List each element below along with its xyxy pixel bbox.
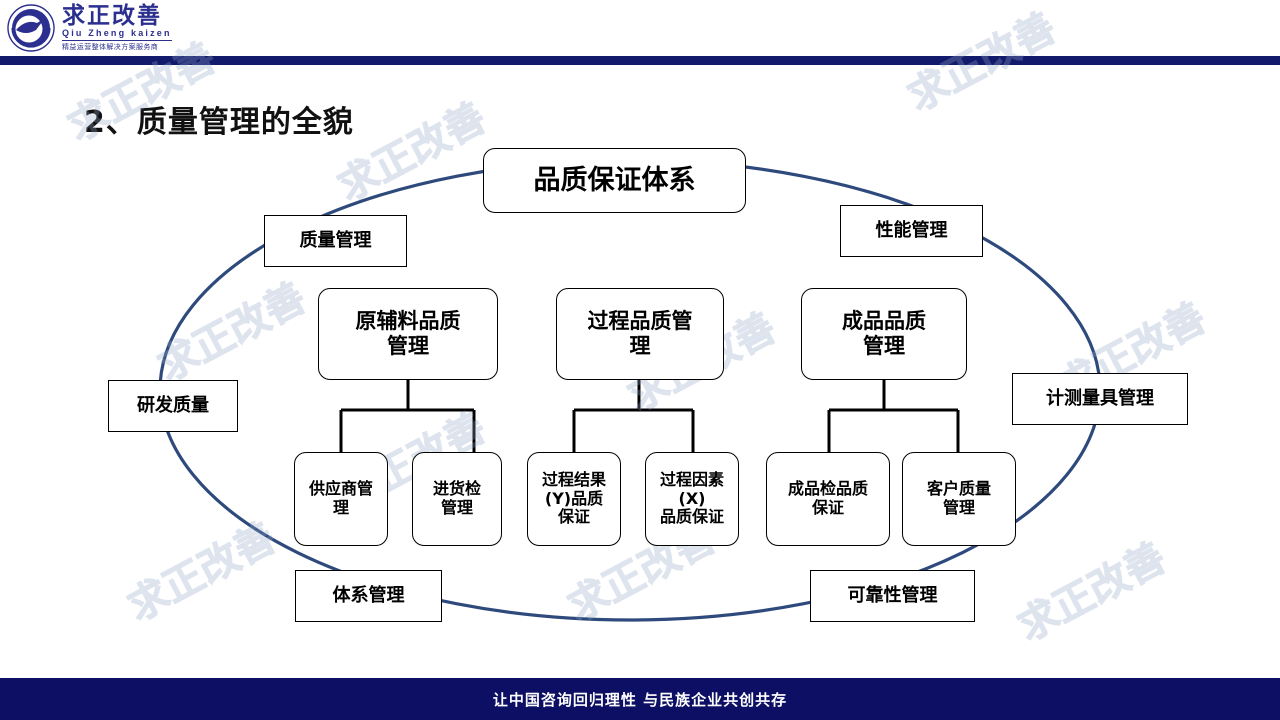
node-label: 进货检 管理 [432,479,481,517]
node-process-quality[interactable]: 过程品质管 理 [556,288,724,380]
node-finished-goods-quality[interactable]: 成品品质 管理 [801,288,967,380]
node-measurement-tool-management[interactable]: 计测量具管理 [1012,373,1188,425]
node-rd-quality[interactable]: 研发质量 [108,380,238,432]
header-band: 求正改善 Qiu Zheng kaizen 精益运营整体解决方案服务商 [0,0,1280,56]
node-label: 性能管理 [875,220,948,242]
node-label: 质量管理 [299,230,372,252]
node-system-management[interactable]: 体系管理 [295,570,442,622]
node-process-result-y[interactable]: 过程结果 (Y)品质 保证 [527,452,621,546]
node-finished-inspection[interactable]: 成品检品质 保证 [766,452,890,546]
node-label: 过程结果 (Y)品质 保证 [541,469,606,527]
footer-band: 让中国咨询回归理性 与民族企业共创共存 [0,678,1280,720]
logo-emblem-icon [6,3,56,53]
node-supplier-management[interactable]: 供应商管 理 [294,452,388,546]
node-label: 过程品质管 理 [587,309,693,358]
quality-management-diagram: 品质保证体系 质量管理 性能管理 研发质量 计测量具管理 体系管理 可靠性管理 … [0,60,1280,660]
node-label: 体系管理 [332,585,405,607]
company-logo: 求正改善 Qiu Zheng kaizen 精益运营整体解决方案服务商 [6,2,172,54]
node-process-factor-x[interactable]: 过程因素 (X) 品质保证 [645,452,739,546]
node-label: 品质保证体系 [533,164,696,196]
logo-pinyin: Qiu Zheng kaizen [62,28,172,41]
node-customer-quality[interactable]: 客户质量 管理 [902,452,1016,546]
node-label: 计测量具管理 [1046,388,1154,410]
node-label: 原辅料品质 管理 [355,309,461,358]
logo-chinese-name: 求正改善 [62,2,162,29]
node-performance-management[interactable]: 性能管理 [840,205,983,257]
node-reliability-management[interactable]: 可靠性管理 [810,570,975,622]
node-label: 过程因素 (X) 品质保证 [659,469,724,527]
node-incoming-inspection[interactable]: 进货检 管理 [412,452,502,546]
node-label: 研发质量 [137,395,209,417]
page-title: 2、质量管理的全貌 [84,105,354,140]
footer-slogan: 让中国咨询回归理性 与民族企业共创共存 [492,690,788,709]
header-divider [0,56,1280,65]
node-label: 成品品质 管理 [842,309,926,358]
node-label: 可靠性管理 [847,585,938,607]
node-label: 供应商管 理 [308,479,373,517]
logo-tagline: 精益运营整体解决方案服务商 [62,42,159,51]
node-label: 客户质量 管理 [926,479,991,517]
node-label: 成品检品质 保证 [787,479,868,517]
node-quality-management[interactable]: 质量管理 [264,215,407,267]
node-raw-material-quality[interactable]: 原辅料品质 管理 [318,288,498,380]
node-quality-assurance-system[interactable]: 品质保证体系 [483,148,746,213]
